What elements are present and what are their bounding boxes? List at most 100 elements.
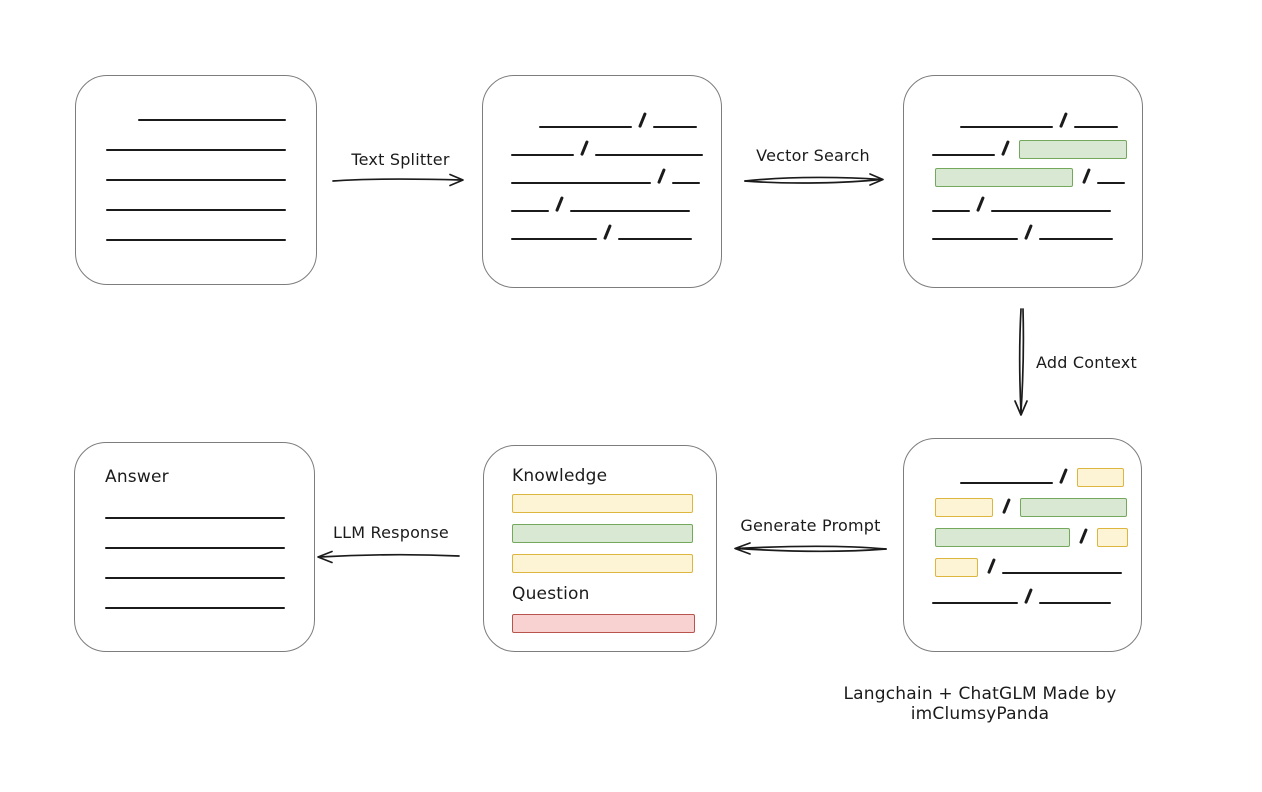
text-line xyxy=(106,209,286,211)
text-row xyxy=(106,181,316,211)
text-line xyxy=(652,126,697,128)
question-heading: Question xyxy=(512,584,590,604)
slash-separator xyxy=(1082,168,1091,184)
text-line xyxy=(671,182,700,184)
text-row xyxy=(512,494,716,513)
text-row xyxy=(511,212,721,240)
knowledge-heading: Knowledge xyxy=(512,466,608,486)
text-row xyxy=(932,184,1142,212)
slash-separator xyxy=(987,558,996,574)
text-line xyxy=(106,239,286,241)
vector-search-label: Vector Search xyxy=(756,146,870,165)
vector-result-rows xyxy=(932,100,1142,240)
text-line xyxy=(960,482,1053,484)
slash-separator xyxy=(638,112,647,128)
text-row xyxy=(106,91,316,121)
slash-separator xyxy=(657,168,666,184)
indent-spacer xyxy=(106,120,138,121)
text-line xyxy=(138,119,286,121)
text-row xyxy=(512,554,716,573)
slash-separator xyxy=(976,196,985,212)
text-row xyxy=(932,544,1141,577)
text-row xyxy=(105,579,314,609)
text-line xyxy=(1073,126,1118,128)
slash-separator xyxy=(1079,528,1088,544)
text-line xyxy=(1096,182,1125,184)
indent-spacer xyxy=(932,127,960,128)
text-row xyxy=(932,156,1142,187)
text-row xyxy=(106,121,316,151)
text-line xyxy=(511,154,574,156)
text-row xyxy=(511,100,721,128)
indent-spacer xyxy=(511,127,539,128)
chunks-text-rows xyxy=(511,100,721,240)
text-line xyxy=(594,154,703,156)
text-row xyxy=(932,128,1142,159)
source-document-box xyxy=(75,75,317,285)
slash-separator xyxy=(603,224,612,240)
yellow-highlight-chip xyxy=(1096,528,1128,547)
text-line xyxy=(105,607,285,609)
text-row xyxy=(512,614,716,633)
add-context-label: Add Context xyxy=(1036,353,1137,372)
green-highlight-chip xyxy=(935,528,1070,547)
yellow-highlight-chip xyxy=(1076,468,1124,487)
text-splitter-label: Text Splitter xyxy=(351,150,450,169)
text-row xyxy=(105,489,314,519)
slash-separator xyxy=(1001,140,1010,156)
question-bars xyxy=(512,614,716,633)
text-line xyxy=(932,602,1018,604)
text-line xyxy=(511,182,651,184)
text-line xyxy=(569,210,690,212)
vector-search-result-box xyxy=(903,75,1143,288)
green-highlight-chip xyxy=(512,524,693,543)
text-row xyxy=(106,151,316,181)
text-line xyxy=(932,210,970,212)
text-row xyxy=(512,524,716,543)
slash-separator xyxy=(1024,588,1033,604)
document-text-rows xyxy=(106,91,316,241)
llm-response-arrow-icon xyxy=(317,550,460,564)
diagram-caption: Langchain + ChatGLM Made by imClumsyPand… xyxy=(843,684,1117,724)
indent-spacer xyxy=(932,483,960,484)
text-row xyxy=(932,514,1141,547)
vector-search-arrow-icon xyxy=(744,173,884,186)
slash-separator xyxy=(1059,468,1068,484)
text-row xyxy=(511,128,721,156)
slash-separator xyxy=(1002,498,1011,514)
text-row xyxy=(106,211,316,241)
text-line xyxy=(617,238,692,240)
answer-rows xyxy=(105,489,314,609)
knowledge-bars xyxy=(512,494,716,573)
text-line xyxy=(990,210,1111,212)
answer-heading: Answer xyxy=(105,467,169,487)
green-highlight-chip xyxy=(1018,140,1127,159)
text-splitter-arrow-icon xyxy=(332,173,464,187)
text-line xyxy=(932,238,1018,240)
text-line xyxy=(1001,572,1122,574)
text-line xyxy=(932,154,995,156)
yellow-highlight-chip xyxy=(512,554,693,573)
context-chunks-box xyxy=(903,438,1142,652)
text-row xyxy=(105,519,314,549)
generate-prompt-label: Generate Prompt xyxy=(740,516,881,535)
text-row xyxy=(932,100,1142,128)
yellow-highlight-chip xyxy=(935,498,993,517)
slash-separator xyxy=(580,140,589,156)
split-chunks-box xyxy=(482,75,722,288)
text-line xyxy=(539,126,632,128)
text-row xyxy=(932,484,1141,517)
text-line xyxy=(106,179,286,181)
add-context-arrow-icon xyxy=(1014,308,1028,416)
yellow-highlight-chip xyxy=(935,558,978,577)
text-line xyxy=(1038,238,1113,240)
generate-prompt-arrow-icon xyxy=(734,542,887,555)
text-line xyxy=(960,126,1053,128)
text-row xyxy=(932,212,1142,240)
text-row xyxy=(511,184,721,212)
text-row xyxy=(105,549,314,579)
yellow-highlight-chip xyxy=(512,494,693,513)
slash-separator xyxy=(1059,112,1068,128)
answer-box: Answer xyxy=(74,442,315,652)
green-highlight-chip xyxy=(1019,498,1127,517)
